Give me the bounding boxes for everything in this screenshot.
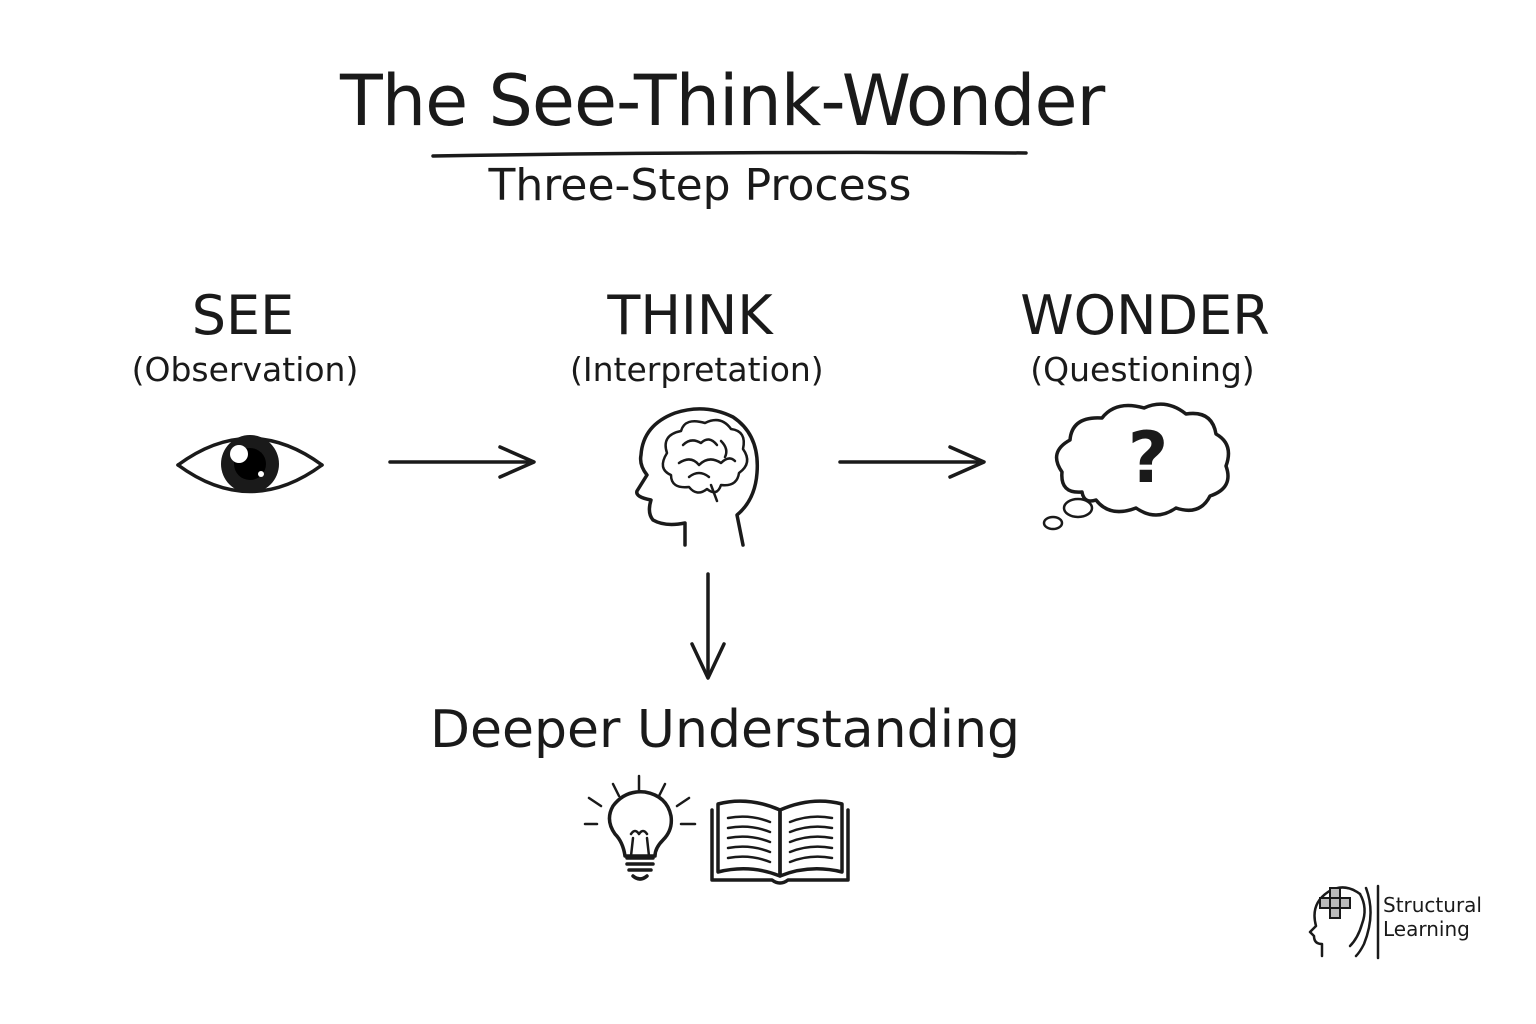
arrow-see-to-think	[388, 445, 536, 479]
step-think-title: THINK	[607, 284, 773, 347]
step-wonder-title: WONDER	[1020, 284, 1270, 347]
question-mark: ?	[1127, 417, 1169, 499]
page-subtitle: Three-Step Process	[488, 160, 912, 211]
thought-cloud-question-icon	[1042, 402, 1231, 531]
outcome-label: Deeper Understanding	[430, 700, 1021, 760]
brand-line-2: Learning	[1383, 917, 1470, 941]
step-wonder-description: (Questioning)	[1030, 350, 1255, 389]
step-see-title: SEE	[191, 284, 295, 347]
brand-line-1: Structural	[1383, 893, 1482, 917]
step-see-description: (Observation)	[131, 350, 359, 389]
arrow-think-to-wonder	[838, 445, 986, 479]
page-title: The See-Think-Wonder	[340, 60, 1105, 142]
arrow-think-to-outcome	[690, 572, 726, 680]
eye-icon	[176, 435, 324, 494]
brand-name: Structural Learning	[1383, 893, 1482, 941]
title-underline	[431, 150, 1028, 158]
open-book-icon	[710, 799, 850, 885]
step-think-description: (Interpretation)	[570, 350, 824, 389]
structural-learning-logo	[1308, 884, 1380, 960]
brain-head-icon	[635, 407, 760, 547]
lightbulb-icon	[583, 774, 697, 881]
